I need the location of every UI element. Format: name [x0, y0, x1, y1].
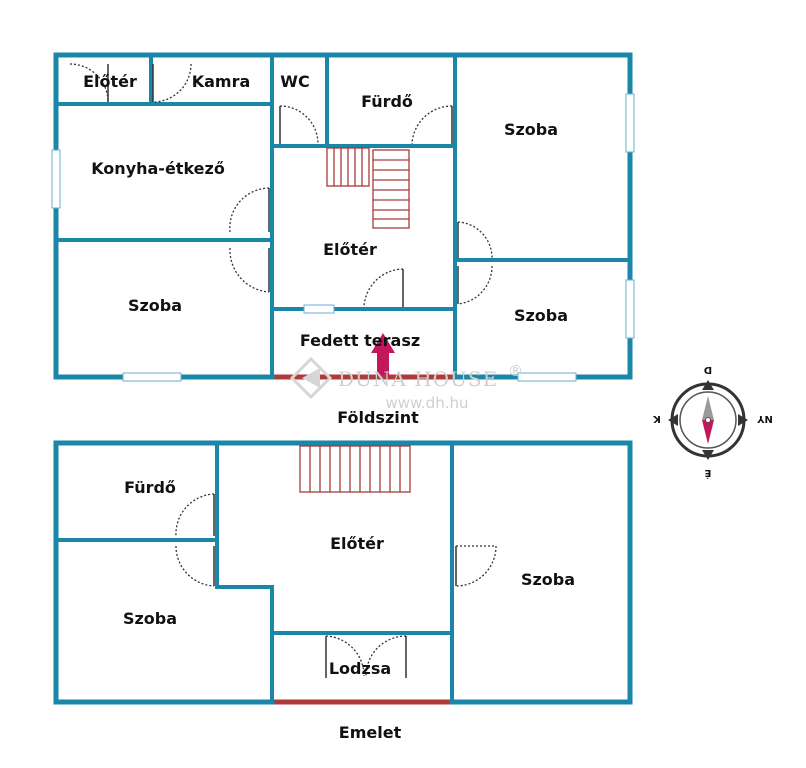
room-label-furdo-upper: Fürdő	[124, 478, 176, 497]
door	[457, 221, 493, 259]
staircase	[299, 445, 411, 493]
door	[152, 63, 192, 103]
door	[457, 265, 493, 305]
door	[411, 105, 453, 145]
room-label-konyha: Konyha-étkező	[91, 159, 225, 178]
door	[279, 105, 319, 145]
room-label-fedett-terasz: Fedett terasz	[300, 331, 420, 350]
duna-house-logo-icon	[289, 356, 333, 400]
compass-letter-k: K	[652, 413, 661, 424]
staircase	[326, 147, 410, 229]
compass-needle-north	[702, 420, 714, 444]
room-label-kamra: Kamra	[192, 72, 251, 91]
door	[455, 545, 497, 587]
room-label-eloter-small: Előtér	[83, 72, 137, 91]
window	[122, 372, 182, 382]
entrance-arrow-icon	[371, 333, 395, 375]
compass-letter-d: D	[704, 364, 712, 375]
room-label-szoba-right-upper: Szoba	[521, 570, 575, 589]
room-label-szoba-left-upper: Szoba	[123, 609, 177, 628]
floor-label-upper: Emelet	[339, 723, 402, 742]
room-label-lodzsa: Lodzsa	[329, 659, 391, 678]
door	[229, 187, 270, 233]
door	[175, 545, 215, 587]
room-label-eloter-upper: Előtér	[330, 534, 384, 553]
ground-outer-wall	[53, 52, 633, 380]
watermark: DUNA HOUSE ® www.dh.hu	[289, 356, 523, 412]
compass: D É K NY	[652, 364, 773, 480]
door	[69, 63, 109, 103]
compass-needle-south	[702, 396, 714, 420]
door	[363, 268, 404, 308]
room-label-szoba-top-right: Szoba	[504, 120, 558, 139]
watermark-url: www.dh.hu	[385, 394, 468, 412]
room-label-eloter-center: Előtér	[323, 240, 377, 259]
window	[625, 279, 635, 339]
window	[625, 93, 635, 153]
door	[325, 635, 407, 678]
room-label-szoba-left: Szoba	[128, 296, 182, 315]
watermark-brand: DUNA HOUSE	[338, 367, 498, 391]
window	[517, 372, 577, 382]
ground-floor: Előtér Kamra WC Fürdő Szoba Konyha-étkez…	[51, 52, 635, 427]
room-label-furdo: Fürdő	[361, 92, 413, 111]
floor-label-ground: Földszint	[337, 408, 419, 427]
room-label-wc: WC	[280, 72, 309, 91]
room-label-szoba-right: Szoba	[514, 306, 568, 325]
compass-letter-ny: NY	[756, 413, 772, 424]
upper-outer-wall	[53, 440, 633, 705]
window	[303, 304, 335, 314]
compass-letter-e: É	[704, 467, 711, 480]
window	[51, 149, 61, 209]
watermark-registered: ®	[508, 362, 523, 380]
upper-floor: Fürdő Előtér Szoba Szoba Lodzsa Emelet	[53, 440, 633, 742]
door	[229, 247, 270, 293]
door	[175, 493, 215, 537]
